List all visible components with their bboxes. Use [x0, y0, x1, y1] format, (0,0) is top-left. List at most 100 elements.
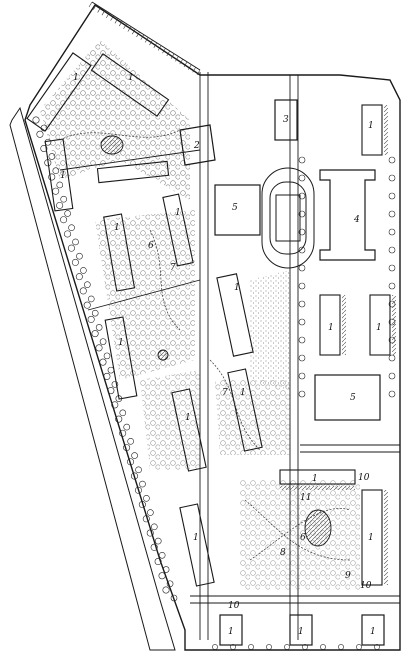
top-road-edge — [91, 1, 201, 71]
road-tick — [110, 15, 114, 21]
outer-road-left — [9, 106, 176, 651]
road-tick — [118, 20, 123, 27]
tree — [158, 551, 166, 559]
tree — [76, 252, 83, 260]
road-tick — [127, 26, 132, 32]
label-1: 1 — [118, 338, 124, 348]
road-tick — [153, 42, 158, 48]
tree — [298, 390, 306, 398]
road-tick — [149, 39, 153, 46]
label-1: 1 — [298, 627, 304, 637]
tree — [48, 173, 56, 181]
tree — [266, 644, 272, 650]
road-tick — [114, 18, 119, 24]
label-2: 2 — [193, 141, 200, 151]
tree — [298, 264, 306, 272]
tree — [142, 515, 150, 523]
tree — [388, 156, 396, 164]
tree — [32, 116, 40, 124]
sports-stadium — [261, 167, 315, 269]
road-tick — [183, 61, 188, 67]
tree — [143, 495, 150, 502]
district-boundary — [24, 4, 401, 651]
road-tick — [140, 34, 145, 40]
road-tick — [192, 67, 196, 73]
green-areas — [40, 40, 360, 590]
tree — [248, 644, 254, 650]
road-tick — [93, 4, 97, 10]
tree — [298, 372, 306, 380]
tree — [154, 558, 162, 566]
tree — [99, 338, 107, 345]
tree — [170, 594, 178, 602]
road-tick — [123, 23, 127, 29]
tree — [298, 354, 306, 362]
tree — [388, 354, 396, 362]
tree — [64, 230, 72, 238]
tree — [103, 372, 111, 380]
label-9: 9 — [345, 571, 351, 581]
label-10: 10 — [358, 473, 370, 483]
tree — [84, 281, 91, 288]
tree — [56, 201, 64, 209]
label-1: 1 — [193, 533, 199, 543]
tree — [298, 210, 306, 218]
tree — [56, 181, 64, 189]
road-tick — [162, 48, 166, 54]
tree — [212, 644, 218, 650]
tree — [83, 301, 91, 309]
label-1: 1 — [185, 413, 191, 423]
label-1: 1 — [368, 121, 374, 131]
tree — [80, 267, 87, 274]
tree — [298, 318, 306, 326]
tree — [135, 466, 142, 474]
label-1: 1 — [368, 533, 374, 543]
label-6: 6 — [300, 533, 306, 543]
tree — [75, 273, 83, 281]
footpaths — [59, 129, 351, 561]
tree — [388, 390, 396, 398]
tree — [166, 580, 174, 588]
road-tick — [179, 58, 183, 65]
tree — [131, 452, 138, 459]
label-1: 1 — [328, 323, 334, 333]
label-11: 11 — [300, 493, 311, 503]
tree — [298, 156, 306, 164]
tree — [388, 210, 396, 218]
label-5: 5 — [232, 203, 238, 213]
tree — [139, 480, 146, 488]
tree — [338, 644, 344, 650]
road-tick — [136, 31, 140, 38]
label-3: 3 — [283, 115, 289, 125]
road-tick — [88, 1, 93, 8]
tree — [87, 315, 95, 323]
tree — [111, 381, 119, 388]
tree — [150, 543, 158, 551]
tree — [320, 644, 326, 650]
tree — [87, 295, 95, 303]
tree — [60, 195, 67, 203]
road-tick — [97, 7, 101, 13]
tree — [123, 444, 131, 452]
road-tick — [106, 12, 110, 19]
label-1: 1 — [234, 283, 240, 293]
label-1: 1 — [128, 73, 134, 83]
tree — [298, 300, 306, 308]
label-1: 1 — [240, 388, 246, 398]
tree — [91, 330, 99, 338]
tree — [68, 224, 75, 231]
label-1: 1 — [370, 627, 376, 637]
tree — [134, 486, 142, 494]
tree — [119, 429, 127, 437]
road-tick — [166, 50, 171, 57]
tree — [111, 401, 119, 409]
tree — [48, 153, 56, 160]
label-6: 6 — [148, 241, 154, 251]
tree — [115, 415, 123, 423]
tree — [388, 174, 396, 182]
tree — [298, 336, 306, 344]
label-1: 1 — [376, 323, 382, 333]
tree — [103, 352, 111, 360]
road-tick — [188, 64, 192, 70]
label-7: 7 — [170, 263, 176, 273]
